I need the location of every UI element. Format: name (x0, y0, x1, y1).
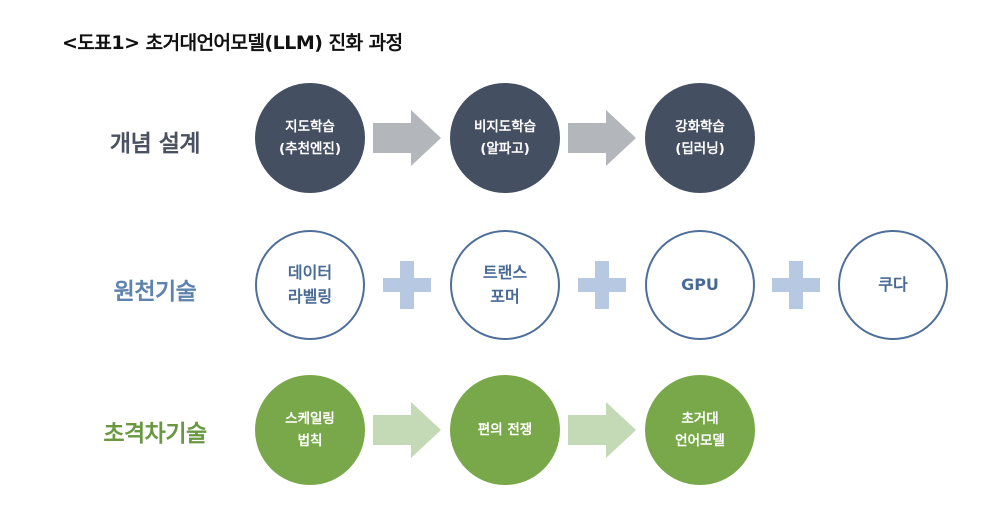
row-label-concept-design: 개념 설계 (109, 131, 201, 157)
node-line: (알파고) (480, 141, 530, 157)
arrow-right-icon (568, 402, 636, 458)
node-convenience-war: 편의 전쟁 (450, 375, 560, 485)
node-line: 트랜스 (482, 263, 528, 282)
node-line: 라벨링 (287, 287, 333, 306)
node-data-labeling: 데이터 라벨링 (255, 230, 365, 340)
arrow-right-icon (373, 402, 441, 458)
node-line: 포머 (490, 287, 520, 306)
node-large-language-model: 초거대 언어모델 (645, 375, 755, 485)
node-unsupervised-learning: 비지도학습 (알파고) (450, 83, 560, 193)
node-line: 비지도학습 (473, 118, 537, 135)
node-cuda: 쿠다 (838, 230, 948, 340)
arrow-right-icon (568, 110, 636, 166)
figure-title: <도표1> 초거대언어모델(LLM) 진화 과정 (62, 32, 403, 54)
node-line: 초거대 (681, 410, 719, 427)
node-line: 강화학습 (675, 118, 725, 135)
node-line: 스케일링 (285, 410, 335, 427)
row-label-super-gap-technology: 초격차기술 (103, 421, 207, 447)
node-line: 법칙 (297, 433, 323, 449)
node-line: 쿠다 (878, 275, 908, 294)
node-line: 지도학습 (285, 118, 335, 135)
node-line: 편의 전쟁 (477, 421, 533, 438)
node-supervised-learning: 지도학습 (추천엔진) (255, 83, 365, 193)
node-line: 데이터 (287, 263, 333, 282)
node-transformer: 트랜스 포머 (450, 230, 560, 340)
node-reinforcement-learning: 강화학습 (딥러닝) (645, 83, 755, 193)
node-line: 언어모델 (675, 433, 725, 449)
node-scaling-law: 스케일링 법칙 (255, 375, 365, 485)
row-label-core-technology: 원천기술 (113, 279, 197, 305)
node-line: GPU (681, 275, 719, 294)
plus-icon (772, 261, 820, 309)
arrow-right-icon (373, 110, 441, 166)
node-line: (딥러닝) (675, 141, 725, 157)
node-gpu: GPU (645, 230, 755, 340)
plus-icon (578, 261, 626, 309)
plus-icon (383, 261, 431, 309)
node-line: (추천엔진) (278, 141, 342, 157)
